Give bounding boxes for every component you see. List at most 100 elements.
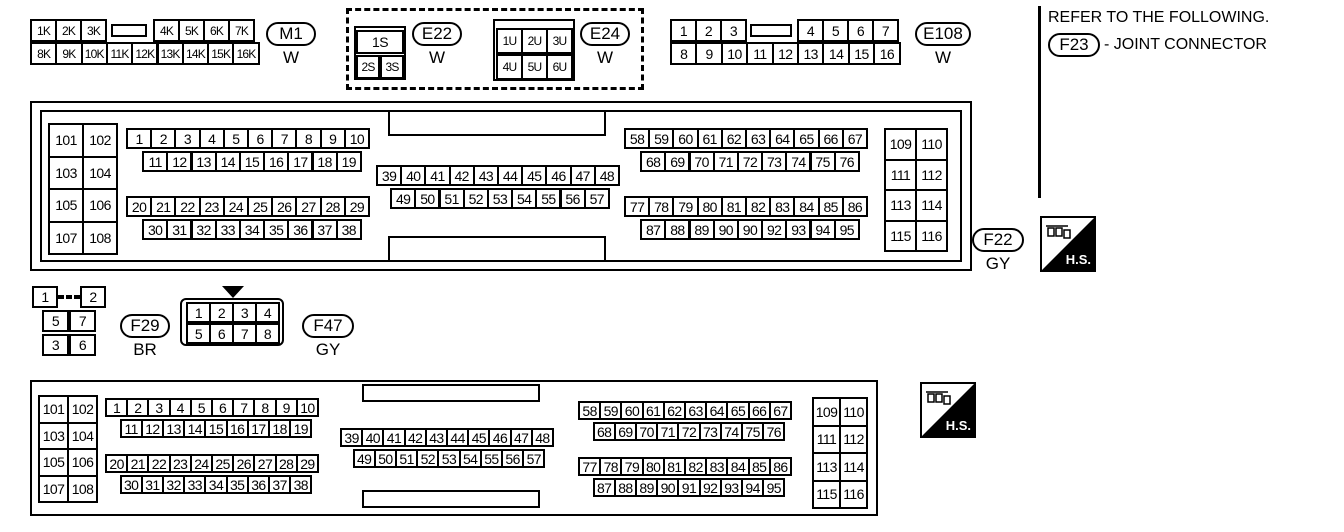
bottom-pin-24: 24 bbox=[189, 454, 213, 473]
reference-connector-text: - JOINT CONNECTOR bbox=[1104, 36, 1267, 53]
f22-pin-114: 114 bbox=[915, 189, 948, 222]
f22-pin-8: 8 bbox=[295, 128, 322, 149]
f47-pin-5: 5 bbox=[186, 323, 211, 344]
f29-id-label: F29 bbox=[120, 314, 170, 338]
e22-e24-outline bbox=[346, 8, 644, 90]
e108-pin-7: 7 bbox=[872, 19, 899, 42]
f22-pin-75: 75 bbox=[809, 151, 836, 172]
bottom-pin-81: 81 bbox=[662, 457, 686, 476]
bottom-pin-110: 110 bbox=[839, 397, 868, 427]
bottom-pin-31: 31 bbox=[140, 475, 164, 494]
f29-pin-3: 3 bbox=[42, 334, 69, 356]
e108-pin-12: 12 bbox=[771, 42, 799, 65]
bottom-pin-28: 28 bbox=[274, 454, 298, 473]
e24-pin-1U: 1U bbox=[496, 28, 523, 54]
f29-pin-6: 6 bbox=[69, 334, 96, 356]
f22-pin-93: 93 bbox=[785, 219, 812, 240]
f22-pin-94: 94 bbox=[809, 219, 836, 240]
f22-id-label: F22 bbox=[972, 228, 1024, 252]
bottom-pin-25: 25 bbox=[211, 454, 235, 473]
bottom-pin-34: 34 bbox=[204, 475, 228, 494]
f22-pin-92: 92 bbox=[761, 219, 788, 240]
f22-pin-59: 59 bbox=[648, 128, 675, 149]
f22-pin-32: 32 bbox=[190, 219, 217, 240]
e108-pin-4: 4 bbox=[797, 19, 824, 42]
f29-pin-1: 1 bbox=[32, 286, 58, 308]
m1-pin-2K: 2K bbox=[55, 19, 82, 42]
bottom-pin-26: 26 bbox=[232, 454, 256, 473]
f22-pin-7: 7 bbox=[271, 128, 298, 149]
f22-pin-41: 41 bbox=[424, 165, 451, 186]
f22-pin-90: 90 bbox=[712, 219, 739, 240]
m1-pin-5K: 5K bbox=[178, 19, 205, 42]
m1-key-slot bbox=[111, 24, 147, 37]
reference-title: REFER TO THE FOLLOWING. bbox=[1048, 9, 1270, 26]
bottom-pin-91: 91 bbox=[677, 478, 701, 497]
f29-jumper-link bbox=[58, 295, 80, 299]
e108-pin-15: 15 bbox=[847, 42, 876, 65]
f22-pin-60: 60 bbox=[672, 128, 699, 149]
f22-pin-22: 22 bbox=[174, 196, 201, 217]
f47-color-label: GY bbox=[315, 340, 341, 359]
f22-pin-23: 23 bbox=[198, 196, 225, 217]
f22-pin-80: 80 bbox=[696, 196, 723, 217]
bottom-pin-106: 106 bbox=[67, 448, 98, 477]
bottom-pin-16: 16 bbox=[225, 419, 249, 438]
bottom-housing bbox=[30, 380, 878, 516]
e24-color-label: W bbox=[596, 48, 614, 67]
f22-pin-82: 82 bbox=[745, 196, 772, 217]
reference-divider bbox=[1038, 6, 1041, 198]
m1-pin-12K: 12K bbox=[131, 42, 159, 65]
bottom-pin-54: 54 bbox=[458, 449, 482, 468]
bottom-pin-46: 46 bbox=[488, 428, 512, 447]
e22-color-label: W bbox=[428, 48, 446, 67]
f22-pin-42: 42 bbox=[448, 165, 475, 186]
f22-pin-47: 47 bbox=[569, 165, 596, 186]
m1-pin-3K: 3K bbox=[80, 19, 107, 42]
f22-pin-95: 95 bbox=[833, 219, 860, 240]
f22-pin-27: 27 bbox=[295, 196, 322, 217]
bottom-pin-23: 23 bbox=[168, 454, 192, 473]
f22-pin-2: 2 bbox=[150, 128, 177, 149]
bottom-pin-108: 108 bbox=[67, 474, 98, 503]
m1-pin-4K: 4K bbox=[153, 19, 180, 42]
f22-pin-110: 110 bbox=[915, 128, 948, 161]
f22-pin-35: 35 bbox=[263, 219, 290, 240]
f22-pin-48: 48 bbox=[593, 165, 620, 186]
bottom-pin-41: 41 bbox=[382, 428, 406, 447]
f22-pin-107: 107 bbox=[48, 220, 84, 255]
f29-pin-7: 7 bbox=[69, 310, 96, 332]
bottom-pin-56: 56 bbox=[501, 449, 525, 468]
bottom-pin-10: 10 bbox=[295, 398, 319, 417]
f47-pin-8: 8 bbox=[255, 323, 280, 344]
bottom-pin-38: 38 bbox=[289, 475, 313, 494]
f22-pin-61: 61 bbox=[696, 128, 723, 149]
f22-pin-14: 14 bbox=[214, 151, 241, 172]
e24-pin-3U: 3U bbox=[546, 28, 573, 54]
e108-pin-9: 9 bbox=[695, 42, 723, 65]
f22-pin-16: 16 bbox=[263, 151, 290, 172]
f22-pin-64: 64 bbox=[769, 128, 796, 149]
f22-pin-108: 108 bbox=[82, 220, 118, 255]
bottom-pin-30: 30 bbox=[119, 475, 143, 494]
f22-pin-1: 1 bbox=[126, 128, 153, 149]
f22-pin-25: 25 bbox=[247, 196, 274, 217]
f22-pin-72: 72 bbox=[736, 151, 764, 172]
f22-pin-6: 6 bbox=[247, 128, 274, 149]
f22-pin-68: 68 bbox=[640, 151, 667, 172]
bottom-pin-77: 77 bbox=[578, 457, 602, 476]
bottom-pin-58: 58 bbox=[578, 401, 602, 420]
f22-pin-3: 3 bbox=[174, 128, 201, 149]
bottom-pin-109: 109 bbox=[812, 397, 841, 427]
f22-pin-39: 39 bbox=[376, 165, 403, 186]
e108-pin-6: 6 bbox=[847, 19, 874, 42]
bottom-pin-115: 115 bbox=[812, 479, 841, 509]
bottom-pin-75: 75 bbox=[741, 422, 765, 441]
bottom-pin-107: 107 bbox=[38, 474, 69, 503]
bottom-pin-64: 64 bbox=[705, 401, 729, 420]
f22-pin-87: 87 bbox=[640, 219, 667, 240]
bottom-pin-44: 44 bbox=[446, 428, 470, 447]
bottom-pin-93: 93 bbox=[719, 478, 743, 497]
e22-pin-2S: 2S bbox=[356, 55, 380, 79]
bottom-pin-18: 18 bbox=[268, 419, 292, 438]
